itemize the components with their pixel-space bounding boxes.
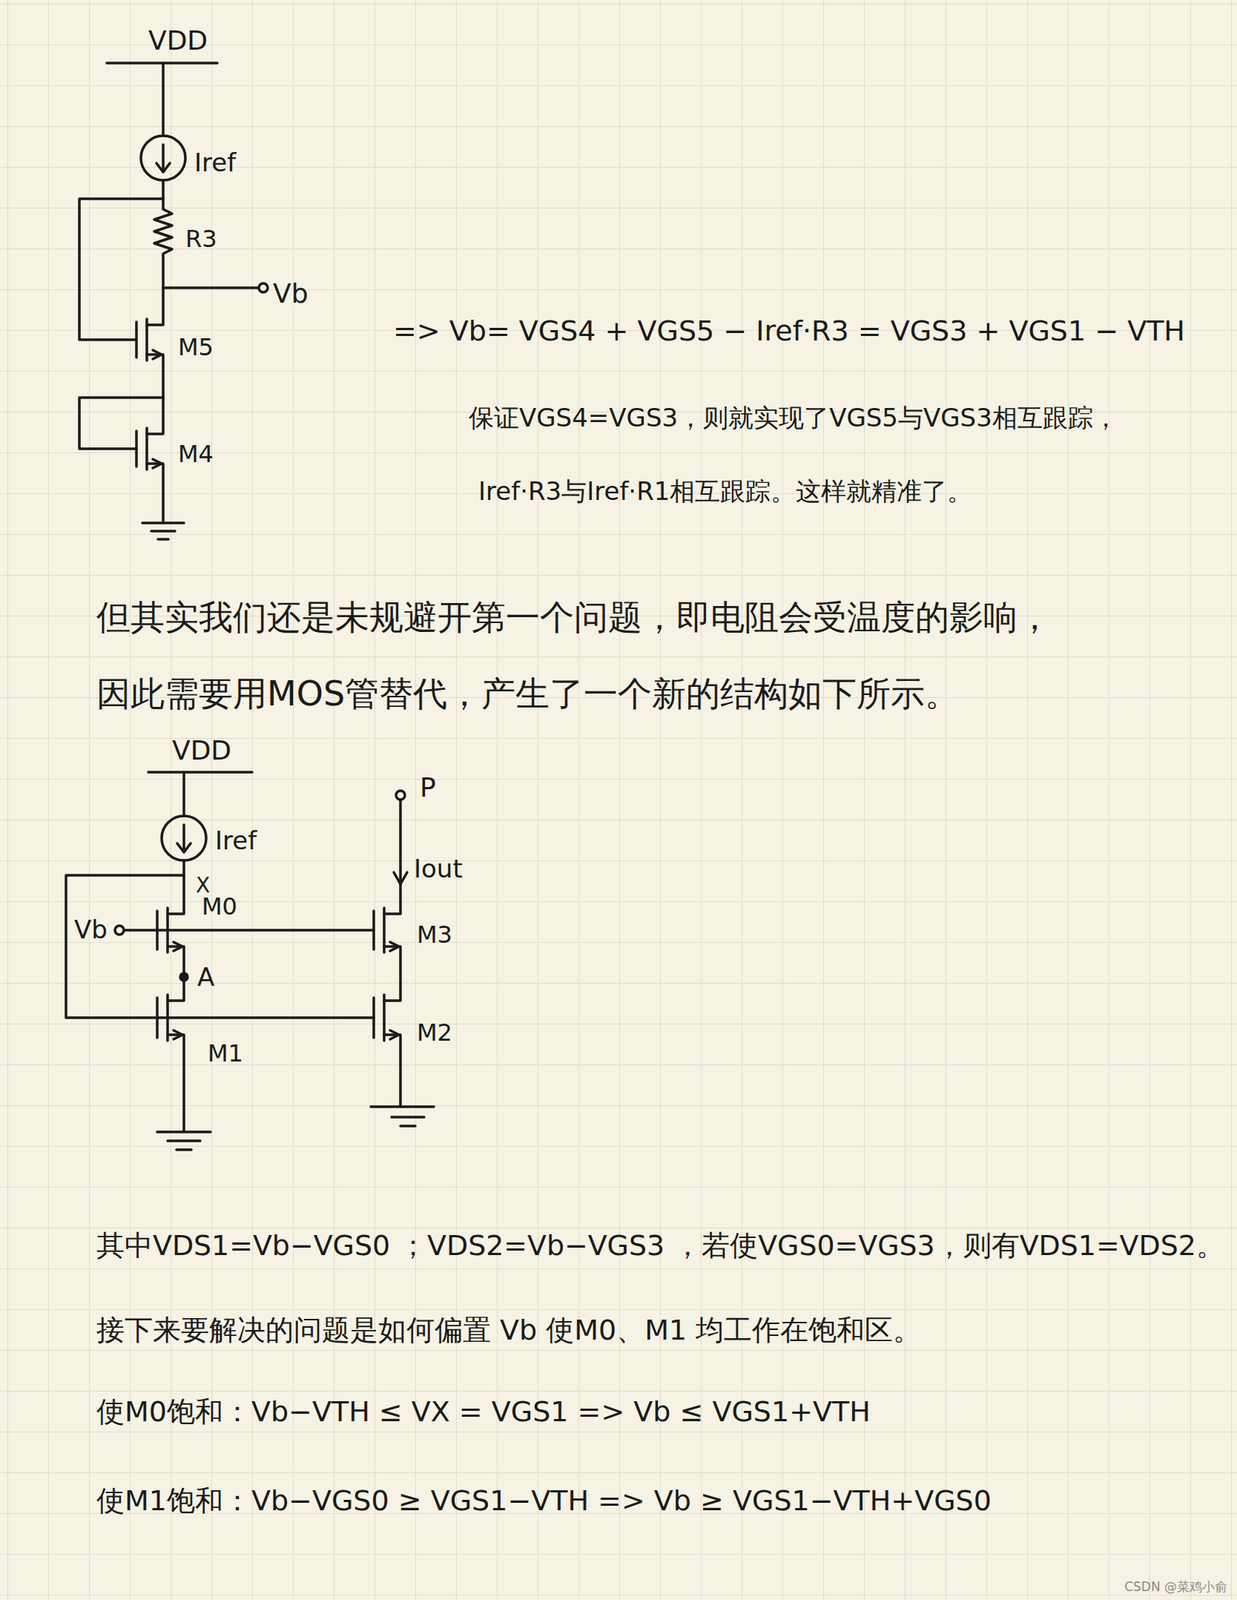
formula-text: => Vb= VGS4 + VGS5 − Iref·R3 = VGS3 + VG… <box>393 315 1186 348</box>
watermark: CSDN @菜鸡小俞 <box>1124 1579 1228 1595</box>
formula-text: 使M1饱和：Vb−VGS0 ≥ VGS1−VTH => Vb ≥ VGS1−VT… <box>96 1484 992 1518</box>
note-text: 接下来要解决的问题是如何偏置 Vb 使M0、M1 均工作在饱和区。 <box>96 1314 922 1347</box>
wire <box>384 1034 401 1107</box>
signal-name: Vb <box>74 915 108 945</box>
wire <box>163 286 259 290</box>
mos-gate <box>372 997 376 1038</box>
part-name: R3 <box>185 225 218 253</box>
wire <box>157 928 374 932</box>
wire <box>66 875 184 1018</box>
note-text: Iref·R3与Iref·R1相互跟踪。这样就精准了。 <box>478 476 973 506</box>
current-label: Iref <box>194 148 236 178</box>
part-name: M1 <box>207 1039 244 1068</box>
terminal <box>258 283 268 293</box>
note-text: 但其实我们还是未规避开第一个问题，即电阻会受温度的影响， <box>96 597 1052 638</box>
supply-label: VDD <box>148 25 208 56</box>
mos-arrow <box>152 350 162 359</box>
wire <box>79 397 164 449</box>
signal-name: P <box>419 772 437 803</box>
part-name: M3 <box>416 921 453 949</box>
wire <box>146 354 164 398</box>
part-name: M2 <box>416 1018 453 1047</box>
mos-gate <box>372 910 376 950</box>
resistor-symbol <box>154 198 173 288</box>
part-name: M0 <box>201 892 238 921</box>
current-arrow <box>156 163 170 173</box>
wire <box>182 772 186 816</box>
wire <box>146 287 164 325</box>
wire <box>167 860 184 914</box>
current-arrow <box>182 824 186 851</box>
signal-name: Vb <box>272 278 308 309</box>
current-label: Iout <box>413 854 463 884</box>
terminal <box>114 925 124 935</box>
note-text: 保证VGS4=VGS3，则就实现了VGS5与VGS3相互跟踪， <box>468 403 1119 433</box>
supply-rail <box>148 770 253 774</box>
wire <box>146 397 164 434</box>
wire <box>384 799 401 914</box>
ground-symbol <box>142 522 184 540</box>
ground-symbol <box>370 1106 434 1126</box>
part-name: M4 <box>177 440 214 468</box>
node-name: A <box>197 962 215 992</box>
current-arrow <box>161 144 165 171</box>
mos-arrow <box>390 941 399 951</box>
wire <box>384 946 401 1001</box>
top-circuit <box>79 63 268 540</box>
formula-text: 其中VDS1=Vb−VGS0 ；VDS2=Vb−VGS3 ，若使VGS0=VGS… <box>96 1229 1225 1263</box>
formula-text: 使M0饱和：Vb−VTH ≤ VX = VGS1 => Vb ≤ VGS1+VT… <box>96 1395 871 1429</box>
current-label: Iref <box>215 826 257 856</box>
mos-arrow <box>173 1030 183 1039</box>
wire <box>123 928 158 932</box>
supply-label: VDD <box>172 734 232 766</box>
ground-symbol <box>157 1131 211 1150</box>
node-dot <box>180 972 188 981</box>
current-arrow <box>177 843 191 853</box>
wire <box>161 63 165 136</box>
wire <box>79 180 164 340</box>
mos-arrow <box>390 1030 399 1039</box>
part-name: M5 <box>177 333 214 362</box>
bottom-circuit <box>66 772 434 1150</box>
mos-gate <box>134 321 138 358</box>
mos-arrow <box>173 941 183 951</box>
wire <box>167 1034 184 1132</box>
current-source <box>161 815 207 861</box>
mos-gate <box>134 430 138 467</box>
current-source <box>140 135 186 181</box>
wire <box>146 463 164 523</box>
note-text: 因此需要用MOS管替代，产生了一个新的结构如下所示。 <box>96 674 959 714</box>
current-arrow <box>393 872 408 884</box>
wire <box>157 1016 374 1019</box>
terminal <box>396 790 405 800</box>
mos-arrow <box>152 459 162 468</box>
